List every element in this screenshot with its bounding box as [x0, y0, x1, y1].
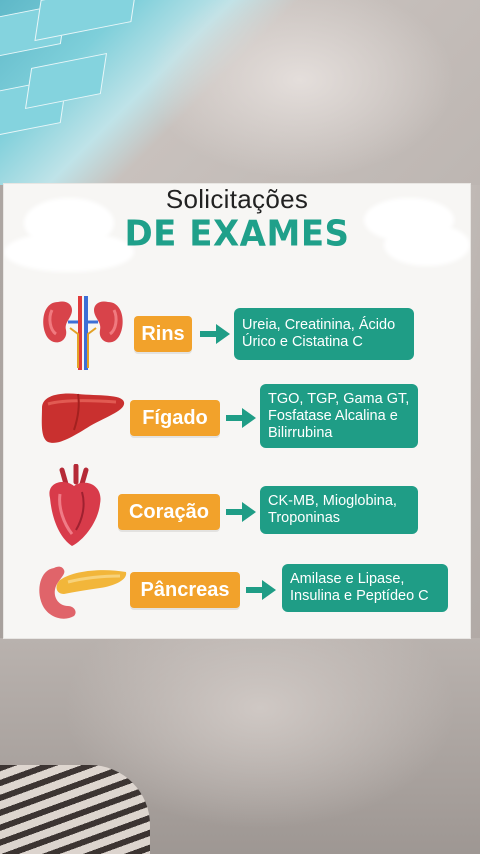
- cloud-decoration: [4, 232, 134, 272]
- floor-tile: [24, 52, 108, 110]
- exam-tests-box-rins: Ureia, Creatinina, Ácido Úrico e Cistati…: [234, 308, 414, 360]
- organ-label-pancreas: Pâncreas: [130, 572, 240, 608]
- exam-tests-text: Amilase e Lipase, Insulina e Peptídeo C: [290, 571, 429, 604]
- exam-row-figado: Fígado TGO, TGP, Gama GT, Fosfatase Alca…: [4, 380, 470, 460]
- cloud-decoration: [384, 224, 470, 266]
- zebra-pattern-fabric: [0, 765, 150, 854]
- arrow-right-icon: [226, 408, 256, 428]
- exam-tests-box-coracao: CK-MB, Mioglobina, Troponinas: [260, 486, 418, 534]
- exam-row-coracao: Coração CK-MB, Mioglobina, Troponinas: [4, 464, 470, 554]
- floor-tile: [34, 0, 138, 42]
- exam-tests-text: Ureia, Creatinina, Ácido Úrico e Cistati…: [242, 317, 396, 350]
- exam-tests-box-pancreas: Amilase e Lipase, Insulina e Peptídeo C: [282, 564, 448, 612]
- kidneys-icon: [43, 296, 123, 370]
- arrow-right-icon: [246, 580, 276, 600]
- background-photo-top: [0, 0, 480, 185]
- exam-tests-text: TGO, TGP, Gama GT, Fosfatase Alcalina e …: [268, 390, 410, 441]
- title-line-1: Solicitações: [165, 184, 309, 214]
- organ-label-coracao: Coração: [118, 494, 220, 530]
- exam-tests-text: CK-MB, Mioglobina, Troponinas: [268, 493, 397, 526]
- organ-label-figado: Fígado: [130, 400, 220, 436]
- heart-icon: [49, 464, 101, 546]
- exam-infographic-card: Solicitações DE EXAMES Rins Ureia, Creat…: [4, 184, 470, 638]
- exam-row-pancreas: Pâncreas Amilase e Lipase, Insulina e Pe…: [4, 556, 470, 626]
- exam-tests-box-figado: TGO, TGP, Gama GT, Fosfatase Alcalina e …: [260, 384, 418, 448]
- organ-label-rins: Rins: [134, 316, 192, 352]
- arrow-right-icon: [226, 502, 256, 522]
- pancreas-icon: [39, 566, 127, 619]
- liver-icon: [41, 393, 125, 443]
- title-line-2: DE EXAMES: [124, 213, 350, 255]
- exam-row-rins: Rins Ureia, Creatinina, Ácido Úrico e Ci…: [4, 290, 470, 370]
- arrow-right-icon: [200, 324, 230, 344]
